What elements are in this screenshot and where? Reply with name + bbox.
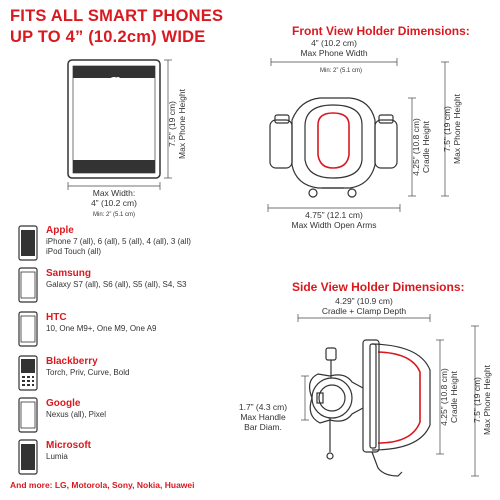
front-top-dimension: 4” (10.2 cm) Max Phone Width bbox=[300, 38, 368, 58]
front-bottom-dimension: 4.75” (12.1 cm) Max Width Open Arms bbox=[291, 210, 377, 230]
headline-line2: UP TO 4” (10.2cm) WIDE bbox=[10, 28, 206, 46]
brand-htc: HTC 10, One M9+, One M9, One A9 bbox=[46, 312, 157, 333]
front-view-title: Front View Holder Dimensions: bbox=[292, 24, 470, 38]
brand-microsoft: Microsoft Lumia bbox=[46, 440, 91, 461]
phone-dimension-lines bbox=[67, 59, 172, 190]
phone-width-label: Max Width: 4” (10.2 cm) Min: 2” (5.1 cm) bbox=[91, 188, 137, 218]
phone-height-label: 7.5” (19 cm) Max Phone Height bbox=[167, 89, 187, 159]
side-phone-height: 7.5” (19 cm) Max Phone Height bbox=[472, 365, 492, 435]
side-top-dimension: 4.29” (10.9 cm) Cradle + Clamp Depth bbox=[321, 296, 407, 316]
more-brands-footer: And more: LG, Motorola, Sony, Nokia, Hua… bbox=[10, 480, 195, 490]
side-dimension-lines bbox=[297, 314, 479, 477]
side-view-title: Side View Holder Dimensions: bbox=[292, 280, 465, 294]
headline-line1: FITS ALL SMART PHONES bbox=[10, 7, 224, 25]
side-holder-illustration bbox=[308, 339, 431, 477]
brand-samsung: Samsung Galaxy S7 (all), S6 (all), S5 (a… bbox=[46, 268, 187, 289]
phone-illustration bbox=[67, 59, 161, 179]
headline: FITS ALL SMART PHONES UP TO 4” (10.2cm) … bbox=[10, 6, 270, 48]
side-cradle-height: 4.25” (10.8 cm) Cradle Height bbox=[439, 368, 459, 426]
front-cradle-height: 4.25” (10.8 cm) Cradle Height bbox=[411, 118, 431, 176]
brand-google: Google Nexus (all), Pixel bbox=[46, 398, 107, 419]
brand-apple: Apple iPhone 7 (all), 6 (all), 5 (all), … bbox=[46, 225, 191, 256]
side-handle-dimension: 1.7” (4.3 cm) Max Handle Bar Diam. bbox=[238, 402, 288, 432]
brand-phone-icons bbox=[18, 225, 38, 475]
front-top-min: Min: 2” (5.1 cm) bbox=[320, 68, 363, 74]
front-dimension-lines bbox=[267, 58, 449, 212]
front-phone-height: 7.5” (19 cm) Max Phone Height bbox=[442, 94, 462, 164]
brand-blackberry: Blackberry Torch, Priv, Curve, Bold bbox=[46, 356, 130, 377]
front-holder-illustration bbox=[269, 97, 398, 198]
